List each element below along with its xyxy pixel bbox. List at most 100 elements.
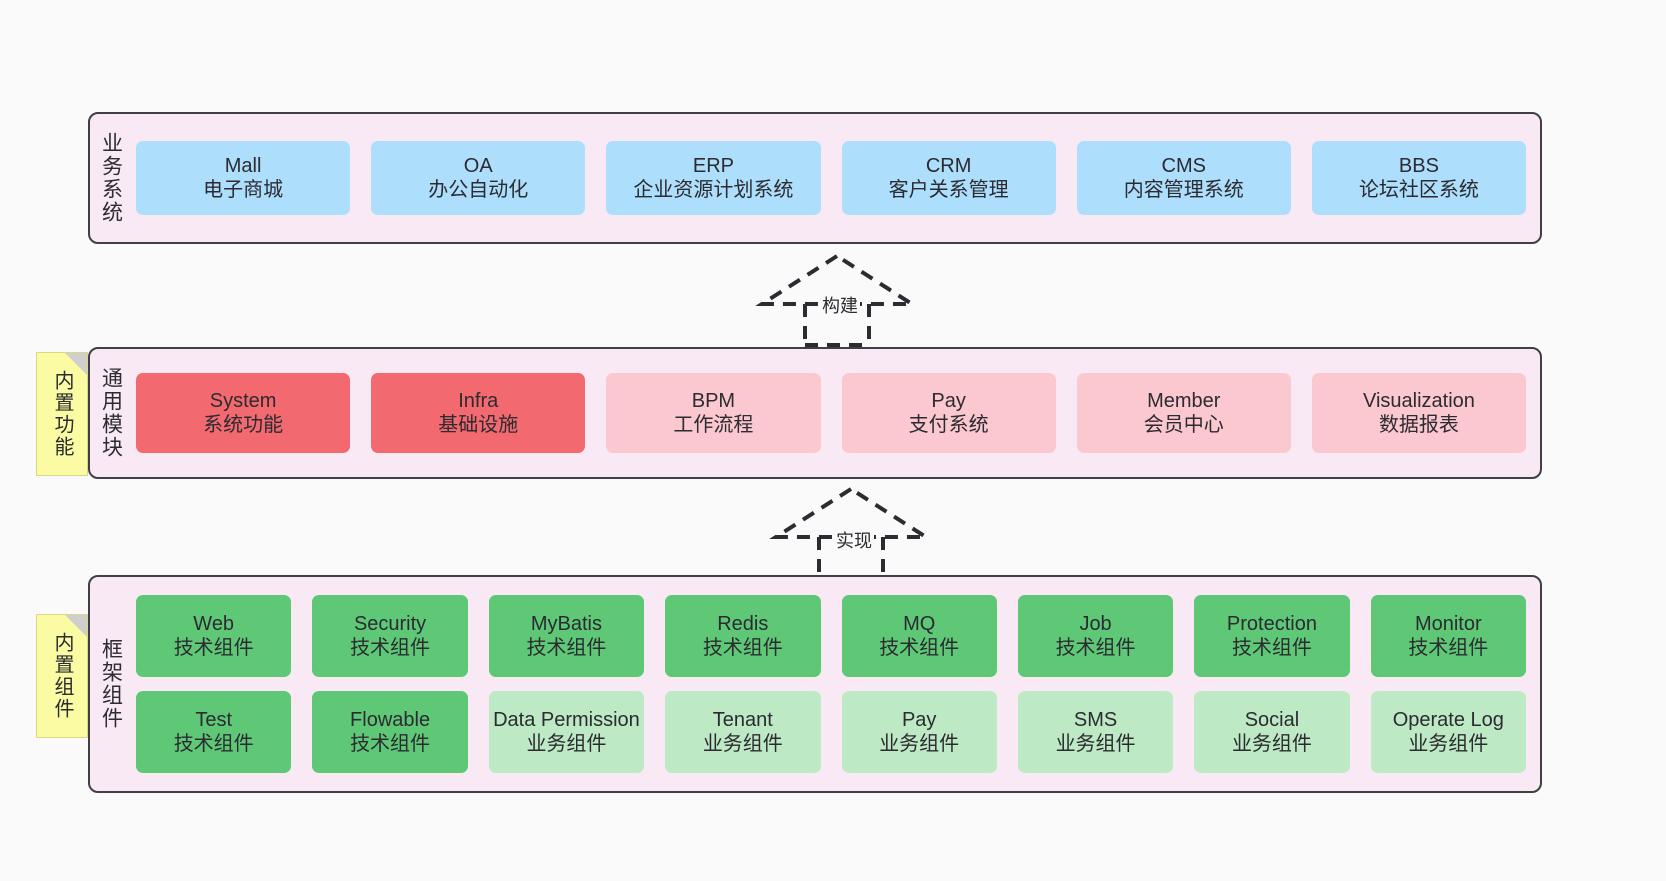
connector-implement-label: 实现 [834,527,874,553]
card-subtitle: 业务组件 [1055,733,1136,755]
framework-card-redis[interactable]: Redis 技术组件 [665,595,821,677]
framework-row-tech: Web 技术组件 Security 技术组件 MyBatis 技术组件 Redi… [136,595,1526,677]
framework-card-mybatis[interactable]: MyBatis 技术组件 [488,595,645,677]
connector-implement: 实现 [766,485,936,580]
framework-card-mq[interactable]: MQ 技术组件 [841,595,997,677]
card-title: BPM [691,389,736,412]
card-title: CRM [925,154,972,177]
layer-business-system-title: 业务系统 [99,132,123,224]
note-builtin-component-label: 内置组件 [51,632,73,720]
framework-card-social[interactable]: Social 业务组件 [1194,691,1350,773]
card-subtitle: 系统功能 [203,414,284,436]
card-title: Data Permission [493,708,640,731]
framework-row-business: Test 技术组件 Flowable 技术组件 Data Permission … [136,691,1526,773]
note-builtin-function-label: 内置功能 [51,370,73,458]
framework-card-flowable[interactable]: Flowable 技术组件 [312,691,468,773]
card-title: MQ [903,612,936,635]
card-subtitle: 客户关系管理 [888,179,1009,201]
business-card-mall[interactable]: Mall 电子商城 [136,141,351,215]
card-title: SMS [1073,708,1118,731]
card-subtitle: 业务组件 [1231,733,1312,755]
card-subtitle: 技术组件 [173,637,254,659]
card-subtitle: 基础设施 [438,414,519,436]
card-title: OA [463,154,493,177]
card-subtitle: 论坛社区系统 [1358,179,1479,201]
framework-card-protection[interactable]: Protection 技术组件 [1194,595,1350,677]
card-subtitle: 电子商城 [203,179,284,201]
card-title: Pay [901,708,937,731]
card-subtitle: 技术组件 [1231,637,1312,659]
layer-common-module: 通用模块 System 系统功能 Infra 基础设施 BPM 工作流程 Pay… [88,347,1542,479]
card-title: Mall [224,154,262,177]
framework-card-web[interactable]: Web 技术组件 [136,595,292,677]
card-title: CMS [1161,154,1206,177]
framework-card-sms[interactable]: SMS 业务组件 [1017,691,1174,773]
card-subtitle: 数据报表 [1378,414,1459,436]
card-subtitle: 企业资源计划系统 [633,179,794,201]
common-card-system[interactable]: System 系统功能 [136,373,351,453]
card-title: Flowable [350,708,431,731]
card-subtitle: 业务组件 [1408,733,1489,755]
card-title: Protection [1226,612,1317,635]
business-card-cms[interactable]: CMS 内容管理系统 [1076,141,1291,215]
card-title: Visualization [1362,389,1475,412]
framework-card-operate-log[interactable]: Operate Log 业务组件 [1370,691,1526,773]
card-title: Tenant [712,708,773,731]
common-card-member[interactable]: Member 会员中心 [1076,373,1291,453]
common-card-pay[interactable]: Pay 支付系统 [841,373,1056,453]
connector-build-label: 构建 [820,292,860,318]
note-fold-corner-icon [65,353,87,375]
business-card-bbs[interactable]: BBS 论坛社区系统 [1311,141,1527,215]
business-card-oa[interactable]: OA 办公自动化 [371,141,586,215]
connector-build: 构建 [752,252,922,347]
card-title: BBS [1398,154,1439,177]
card-subtitle: 技术组件 [350,637,431,659]
note-fold-corner-icon [65,615,87,637]
card-subtitle: 内容管理系统 [1123,179,1244,201]
business-card-erp[interactable]: ERP 企业资源计划系统 [606,141,821,215]
layer-common-module-body: System 系统功能 Infra 基础设施 BPM 工作流程 Pay 支付系统… [132,349,1540,477]
framework-card-pay[interactable]: Pay 业务组件 [841,691,997,773]
card-subtitle: 技术组件 [879,637,960,659]
card-title: Job [1079,612,1112,635]
layer-business-system: 业务系统 Mall 电子商城 OA 办公自动化 ERP 企业资源计划系统 CRM… [88,112,1542,244]
note-builtin-function: 内置功能 [36,352,88,476]
card-subtitle: 支付系统 [908,414,989,436]
card-title: Web [193,612,235,635]
card-subtitle: 技术组件 [1055,637,1136,659]
common-card-visualization[interactable]: Visualization 数据报表 [1311,373,1527,453]
card-subtitle: 技术组件 [173,733,254,755]
framework-card-tenant[interactable]: Tenant 业务组件 [665,691,821,773]
card-subtitle: 业务组件 [879,733,960,755]
card-title: Infra [458,389,499,412]
card-subtitle: 业务组件 [702,733,783,755]
card-subtitle: 办公自动化 [428,179,529,201]
layer-framework-component-title: 框架组件 [99,638,123,730]
business-row: Mall 电子商城 OA 办公自动化 ERP 企业资源计划系统 CRM 客户关系… [136,141,1527,215]
card-subtitle: 业务组件 [526,733,607,755]
layer-business-system-body: Mall 电子商城 OA 办公自动化 ERP 企业资源计划系统 CRM 客户关系… [132,114,1540,242]
card-title: Test [195,708,233,731]
framework-card-test[interactable]: Test 技术组件 [136,691,292,773]
framework-card-data-permission[interactable]: Data Permission 业务组件 [488,691,645,773]
card-title: MyBatis [530,612,602,635]
framework-card-security[interactable]: Security 技术组件 [312,595,468,677]
card-subtitle: 技术组件 [1408,637,1489,659]
framework-card-job[interactable]: Job 技术组件 [1017,595,1174,677]
business-card-crm[interactable]: CRM 客户关系管理 [841,141,1056,215]
card-title: System [209,389,277,412]
card-title: Monitor [1414,612,1482,635]
card-subtitle: 技术组件 [526,637,607,659]
card-title: ERP [692,154,734,177]
common-card-infra[interactable]: Infra 基础设施 [371,373,586,453]
card-title: Member [1147,389,1221,412]
framework-card-monitor[interactable]: Monitor 技术组件 [1370,595,1526,677]
card-title: Redis [717,612,769,635]
card-subtitle: 技术组件 [702,637,783,659]
common-row: System 系统功能 Infra 基础设施 BPM 工作流程 Pay 支付系统… [136,373,1527,453]
card-subtitle: 会员中心 [1143,414,1224,436]
card-title: Pay [931,389,966,412]
common-card-bpm[interactable]: BPM 工作流程 [606,373,821,453]
note-builtin-component: 内置组件 [36,614,88,738]
